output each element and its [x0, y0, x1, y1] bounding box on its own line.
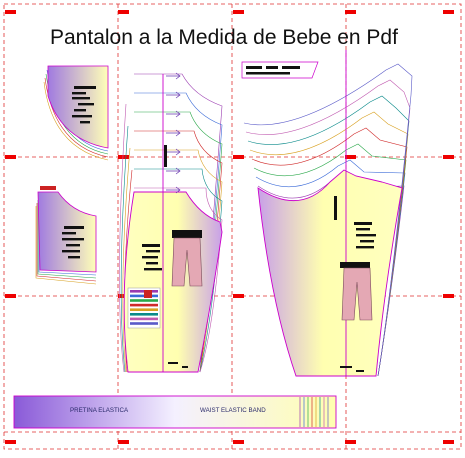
front-leg-piece	[119, 72, 223, 373]
trousers-thumbnail-back	[340, 262, 373, 321]
registration-mark	[345, 10, 356, 14]
legend-swatch	[130, 322, 158, 325]
registration-mark	[233, 10, 244, 14]
pocket-size-line	[44, 77, 109, 158]
grain-arrow	[166, 129, 181, 137]
info-tag	[241, 61, 319, 79]
legend-swatch	[130, 303, 158, 307]
front-size-line	[134, 149, 223, 373]
grain-arrow	[166, 91, 181, 99]
grain-arrow	[166, 186, 181, 194]
registration-mark	[5, 10, 16, 14]
grain-arrow	[166, 148, 181, 156]
registration-mark	[345, 440, 356, 444]
page-title: Pantalon a la Medida de Bebe en Pdf	[50, 26, 398, 49]
pocket-size-line	[43, 81, 109, 161]
registration-mark	[118, 155, 129, 159]
registration-mark	[443, 294, 454, 298]
registration-mark	[118, 440, 129, 444]
registration-mark	[5, 294, 16, 298]
grain-arrow	[166, 110, 181, 118]
front-inseam-line	[119, 103, 127, 373]
registration-mark	[443, 155, 454, 159]
grain-arrow	[166, 72, 181, 80]
back-leg-piece	[243, 50, 413, 377]
trousers-thumbnail-front	[171, 230, 203, 287]
grain-arrow	[166, 167, 181, 175]
pocket-size-line	[37, 200, 97, 279]
band-label-english: WAIST ELASTIC BAND	[200, 407, 266, 414]
waist-band-piece: PRETINA ELASTICA WAIST ELASTIC BAND	[13, 395, 337, 429]
pocket-size-line	[35, 206, 97, 285]
legend-swatch	[130, 299, 158, 302]
registration-mark	[345, 155, 356, 159]
pocket-size-line	[36, 203, 97, 282]
registration-mark	[118, 10, 129, 14]
legend-swatch	[130, 308, 158, 311]
registration-mark	[118, 294, 129, 298]
registration-mark	[5, 155, 16, 159]
back-size-line	[243, 63, 413, 377]
registration-mark	[233, 440, 244, 444]
registration-mark	[233, 155, 244, 159]
registration-mark	[5, 440, 16, 444]
legend-swatch	[130, 313, 158, 316]
pocket-piece-top	[43, 65, 109, 161]
registration-mark	[443, 440, 454, 444]
legend-swatch	[130, 317, 158, 321]
pocket-piece-bottom	[35, 186, 97, 285]
band-label-spanish: PRETINA ELASTICA	[70, 407, 129, 414]
front-inseam-line	[122, 147, 131, 373]
front-inseam-line	[120, 125, 129, 373]
registration-mark	[443, 10, 454, 14]
registration-mark	[233, 294, 244, 298]
